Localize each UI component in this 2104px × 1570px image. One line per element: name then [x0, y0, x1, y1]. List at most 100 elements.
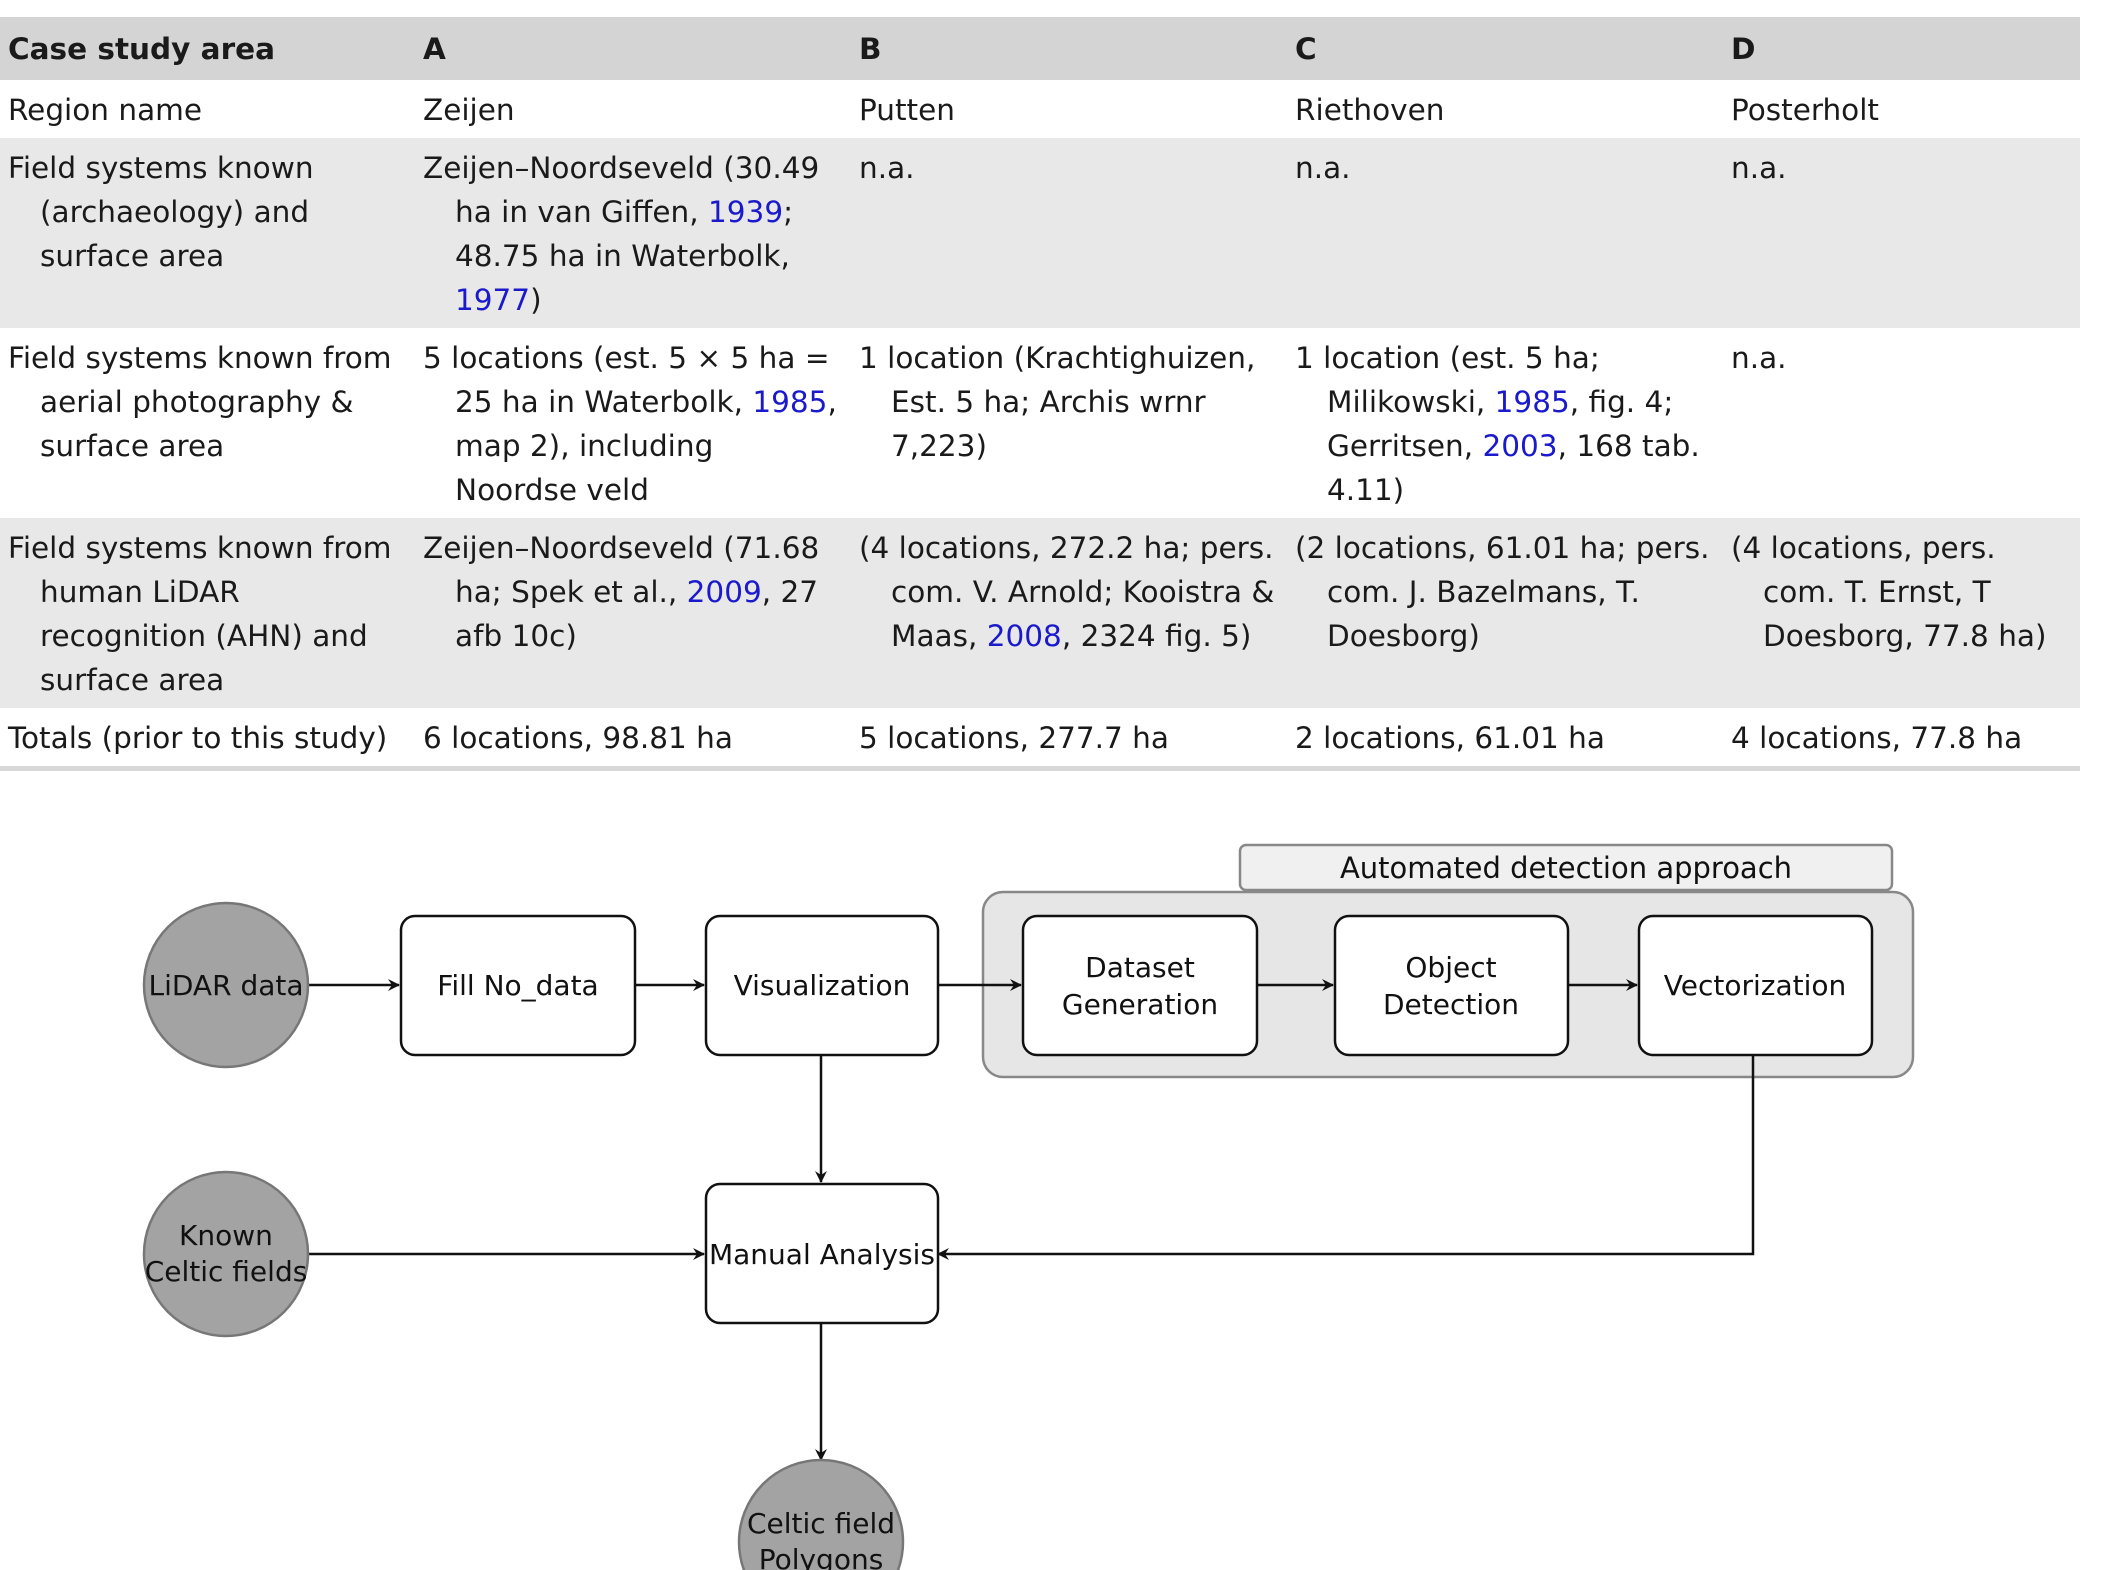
table-cell-d: Posterholt — [1723, 80, 2080, 138]
table-cell-d: 4 locations, 77.8 ha — [1723, 708, 2080, 771]
arrow-vectorization-to-manual — [937, 1054, 1755, 1260]
cell-text-segment: Zeijen — [423, 93, 515, 127]
citation-year-link[interactable]: 2009 — [686, 575, 762, 609]
dataset-generation-label-line1: Dataset — [1085, 951, 1195, 984]
cell-text: 1 location (Krachtighuizen, Est. 5 ha; A… — [859, 336, 1279, 468]
cell-text: Zeijen–Noordseveld (71.68 ha; Spek et al… — [423, 526, 843, 658]
cell-text-segment: , map 2), including Noordse veld — [455, 385, 837, 507]
table-row: Field systems known from human LiDAR rec… — [0, 518, 2080, 708]
object-detection-box — [1333, 914, 1570, 1057]
lidar-data-label: LiDAR data — [148, 969, 303, 1002]
table-row: Region name Zeijen Putten Riethoven Posterho… — [0, 80, 2080, 138]
table-row: Totals (prior to this study) 6 locations,… — [0, 708, 2080, 771]
cell-text-segment: n.a. — [1731, 151, 1787, 185]
cell-text-segment: 1 location (est. 5 ha; Milikowski, — [1295, 341, 1600, 419]
citation-year-link[interactable]: 1977 — [455, 283, 531, 317]
table-cell-a: 6 locations, 98.81 ha — [415, 708, 851, 771]
table-cell-a: Zeijen — [415, 80, 851, 138]
visualization-box — [704, 914, 940, 1057]
table-cell-b: n.a. — [851, 138, 1287, 328]
visualization-label: Visualization — [734, 969, 911, 1002]
table-row: Field systems known (archaeology) and su… — [0, 138, 2080, 328]
cell-text-segment: 6 locations, 98.81 ha — [423, 721, 733, 755]
table-row: Field systems known from aerial photogra… — [0, 328, 2080, 518]
cell-text-segment: (4 locations, pers. com. T. Ernst, T Doe… — [1731, 531, 2047, 653]
row-label: Region name — [8, 93, 203, 127]
dataset-generation-label-line2: Generation — [1062, 988, 1218, 1021]
table-cell-c: n.a. — [1287, 138, 1723, 328]
cell-text: 5 locations, 277.7 ha — [859, 716, 1279, 760]
cell-text-segment: Riethoven — [1295, 93, 1445, 127]
row-label-cell: Field systems known from aerial photogra… — [0, 328, 415, 518]
dataset-generation-box — [1021, 914, 1259, 1057]
cell-text-segment: 2 locations, 61.01 ha — [1295, 721, 1605, 755]
table-cell-a: Zeijen–Noordseveld (30.49 ha in van Giff… — [415, 138, 851, 328]
citation-year-link[interactable]: 1985 — [1494, 385, 1570, 419]
row-label: Field systems known from aerial photogra… — [8, 341, 392, 463]
table-cell-d: n.a. — [1723, 328, 2080, 518]
table-header-row: Case study area A B C D — [0, 17, 2080, 80]
table-cell-b: 1 location (Krachtighuizen, Est. 5 ha; A… — [851, 328, 1287, 518]
cell-text-segment: Zeijen–Noordseveld (30.49 ha in van Giff… — [423, 151, 820, 229]
table-cell-a: Zeijen–Noordseveld (71.68 ha; Spek et al… — [415, 518, 851, 708]
vectorization-label: Vectorization — [1664, 969, 1847, 1002]
cell-text-segment: , fig. 4; Gerritsen, — [1327, 385, 1674, 463]
row-label-cell: Region name — [0, 80, 415, 138]
vectorization-box — [1637, 914, 1874, 1057]
header-b: B — [851, 17, 1287, 80]
header-case-study-area: Case study area — [0, 17, 415, 80]
cell-text: n.a. — [1731, 146, 2072, 190]
cell-text-segment: Putten — [859, 93, 955, 127]
row-label: Totals (prior to this study) — [8, 721, 388, 755]
cell-text-segment: n.a. — [859, 151, 915, 185]
cell-text: Putten — [859, 88, 1279, 132]
fill-no-data-label: Fill No_data — [437, 969, 598, 1002]
row-label-cell: Totals (prior to this study) — [0, 708, 415, 771]
row-label-cell: Field systems known (archaeology) and su… — [0, 138, 415, 328]
cell-text-segment: 5 locations (est. 5 × 5 ha = 25 ha in Wa… — [423, 341, 830, 419]
citation-year-link[interactable]: 1985 — [752, 385, 828, 419]
cell-text: Posterholt — [1731, 88, 2072, 132]
table-cell-c: Riethoven — [1287, 80, 1723, 138]
known-celtic-fields-node — [142, 1170, 310, 1338]
table-cell-d: (4 locations, pers. com. T. Ernst, T Doe… — [1723, 518, 2080, 708]
cell-text: n.a. — [859, 146, 1279, 190]
cell-text: Zeijen–Noordseveld (30.49 ha in van Giff… — [423, 146, 843, 322]
table-cell-b: 5 locations, 277.7 ha — [851, 708, 1287, 771]
cell-text: Zeijen — [423, 88, 843, 132]
object-detection-label-line1: Object — [1405, 951, 1496, 984]
celtic-field-polygons-label-line2: Polygons — [759, 1543, 884, 1570]
cell-text-segment: 4 locations, 77.8 ha — [1731, 721, 2023, 755]
header-c: C — [1287, 17, 1723, 80]
row-label: Field systems known (archaeology) and su… — [8, 151, 314, 273]
manual-analysis-box — [704, 1182, 940, 1325]
citation-year-link[interactable]: 1939 — [708, 195, 784, 229]
table-cell-a: 5 locations (est. 5 × 5 ha = 25 ha in Wa… — [415, 328, 851, 518]
cell-text: n.a. — [1731, 336, 2072, 380]
cell-text-segment: (2 locations, 61.01 ha; pers. com. J. Ba… — [1295, 531, 1710, 653]
automated-group-label: Automated detection approach — [1340, 851, 1792, 885]
table-body: Region name Zeijen Putten Riethoven Posterho… — [0, 80, 2080, 771]
row-label-cell: Field systems known from human LiDAR rec… — [0, 518, 415, 708]
cell-text-segment: Posterholt — [1731, 93, 1879, 127]
table-cell-b: (4 locations, 272.2 ha; pers. com. V. Ar… — [851, 518, 1287, 708]
citation-year-link[interactable]: 2008 — [986, 619, 1062, 653]
row-label: Field systems known from human LiDAR rec… — [8, 531, 392, 697]
table-cell-c: 1 location (est. 5 ha; Milikowski, 1985,… — [1287, 328, 1723, 518]
object-detection-label-line2: Detection — [1383, 988, 1519, 1021]
cell-text: (2 locations, 61.01 ha; pers. com. J. Ba… — [1295, 526, 1715, 658]
cell-text-segment: (4 locations, 272.2 ha; pers. com. V. Ar… — [859, 531, 1275, 653]
celtic-field-polygons-label-line1: Celtic field — [747, 1507, 895, 1540]
cell-text: (4 locations, pers. com. T. Ernst, T Doe… — [1731, 526, 2072, 658]
lidar-data-node — [142, 901, 310, 1069]
citation-year-link[interactable]: 2003 — [1482, 429, 1558, 463]
header-a: A — [415, 17, 851, 80]
cell-text: 2 locations, 61.01 ha — [1295, 716, 1715, 760]
cell-text-segment: Zeijen–Noordseveld (71.68 ha; Spek et al… — [423, 531, 820, 609]
known-celtic-fields-label-line1: Known — [179, 1219, 273, 1252]
cell-text-segment: , 168 tab. 4.11) — [1327, 429, 1700, 507]
cell-text-segment: ; 48.75 ha in Waterbolk, — [455, 195, 794, 273]
cell-text-segment: 5 locations, 277.7 ha — [859, 721, 1169, 755]
known-celtic-fields-label-line2: Celtic fields — [145, 1255, 308, 1288]
cell-text: 4 locations, 77.8 ha — [1731, 716, 2072, 760]
